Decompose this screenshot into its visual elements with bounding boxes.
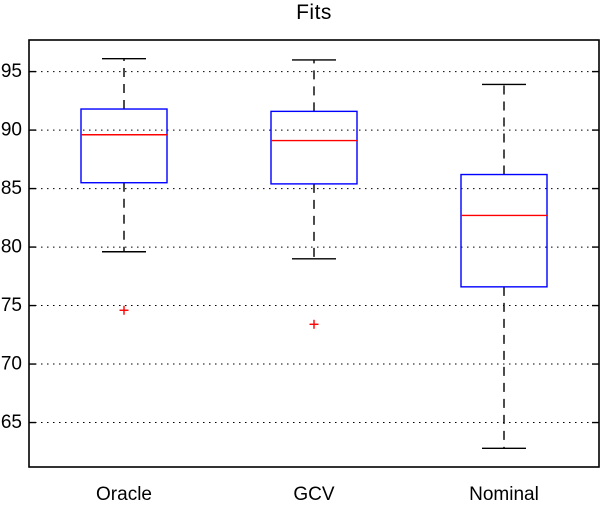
axis-frame [28, 39, 600, 468]
box-rect-oracle [80, 108, 168, 184]
category-label-nominal: Nominal [469, 484, 539, 505]
y-tick-label-85: 85 [1, 178, 22, 199]
y-tick-label-65: 65 [1, 412, 22, 433]
box-rect-gcv [270, 110, 358, 185]
y-tick-label-90: 90 [1, 120, 22, 141]
y-tick-label-75: 75 [1, 295, 22, 316]
box-rect-nominal [460, 173, 548, 288]
y-tick-label-95: 95 [1, 61, 22, 82]
y-tick-label-80: 80 [1, 237, 22, 258]
chart-title: Fits [296, 1, 332, 24]
y-tick-label-70: 70 [1, 354, 22, 375]
category-label-oracle: Oracle [96, 484, 152, 505]
category-label-gcv: GCV [293, 484, 335, 505]
